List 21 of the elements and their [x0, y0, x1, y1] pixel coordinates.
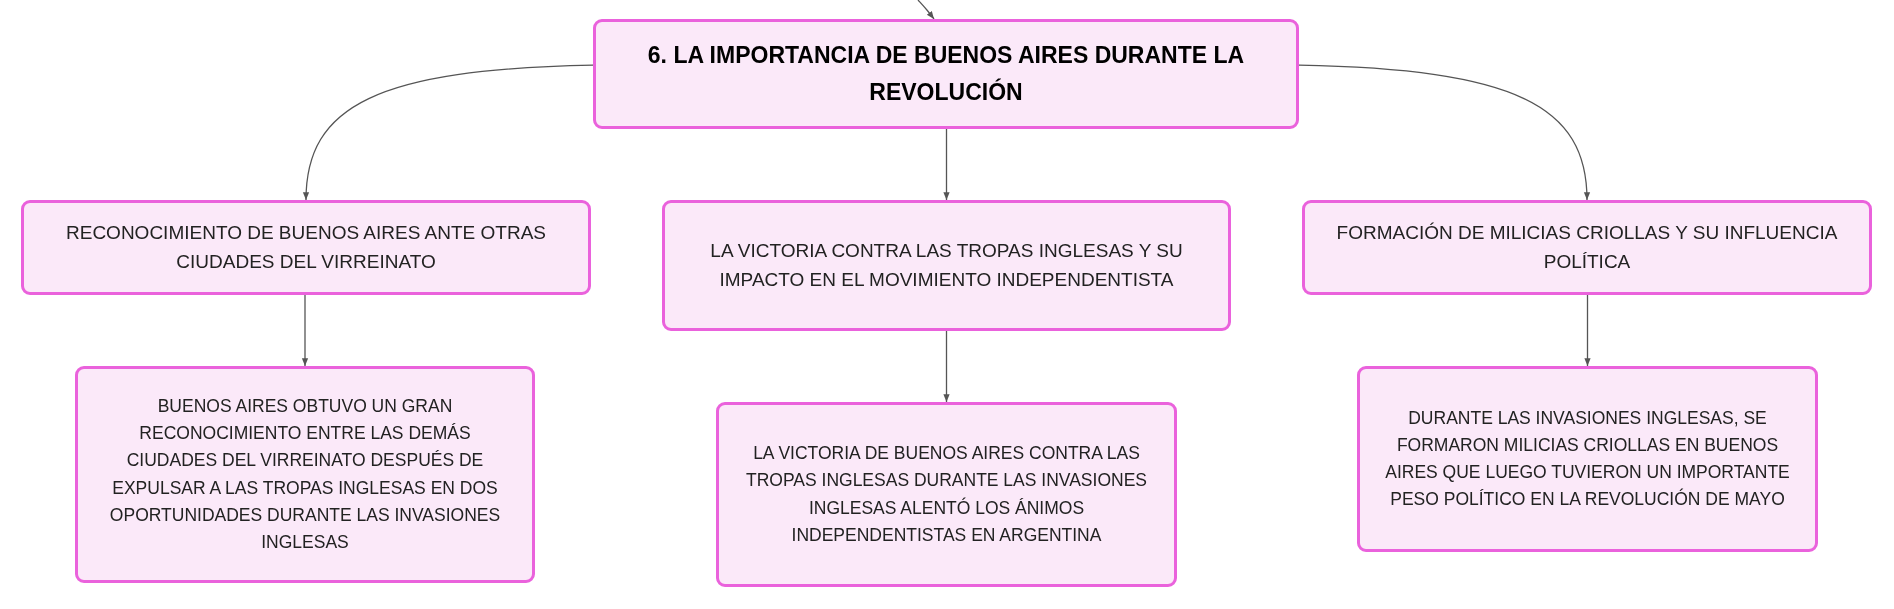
topic-text: BUENOS AIRES OBTUVO UN GRAN RECONOCIMIENTO ENTRE LAS DEMÁS CIUDADES DEL VIRREINATO DESPUÉS DE EXPULSAR A LAS TROPAS INGLESAS EN DOS OPORTUNIDADES DURANTE LAS INVASIONES INGLESAS [108, 395, 502, 554]
topic-text: DURANTE LAS INVASIONES INGLESAS, SE FORMARON MILICIAS CRIOLLAS EN BUENOS AIRES QUE LUEGO TUVIERON UN IMPORTANTE PESO POLÍTICO EN LA REVOLUCIÓN DE MAYO [1384, 406, 1791, 512]
connector-arrow [303, 64, 594, 201]
topic-text: FORMACIÓN DE MILICIAS CRIOLLAS Y SU INFLUENCIA POLÍTICA [1335, 221, 1839, 274]
topic-box [75, 366, 535, 583]
connector-arrow [943, 128, 950, 201]
topic-box [1302, 200, 1872, 295]
connector-arrow [917, 0, 935, 20]
topic-box [1357, 366, 1818, 552]
connector-arrow [1298, 64, 1590, 201]
topic-text: 6. LA IMPORTANCIA DE BUENOS AIRES DURANTE LA REVOLUCIÓN [646, 41, 1246, 107]
topic-text: LA VICTORIA DE BUENOS AIRES CONTRA LAS TROPAS INGLESAS DURANTE LAS INVASIONES INGLESAS ALENTÓ LOS ÁNIMOS INDEPENDENTISTAS EN ARGENTINA [745, 442, 1148, 547]
topic-box [662, 200, 1231, 331]
topic-box [716, 402, 1177, 587]
topic-text: RECONOCIMIENTO DE BUENOS AIRES ANTE OTRAS CIUDADES DEL VIRREINATO [65, 221, 547, 274]
connector-arrow [301, 294, 309, 367]
topic-text: LA VICTORIA CONTRA LAS TROPAS INGLESAS Y SU IMPACTO EN EL MOVIMIENTO INDEPENDENTISTA [709, 239, 1184, 292]
connector-arrow [943, 330, 950, 403]
connector-arrow [1584, 294, 1591, 367]
topic-box [21, 200, 591, 295]
topic-box [593, 19, 1299, 129]
